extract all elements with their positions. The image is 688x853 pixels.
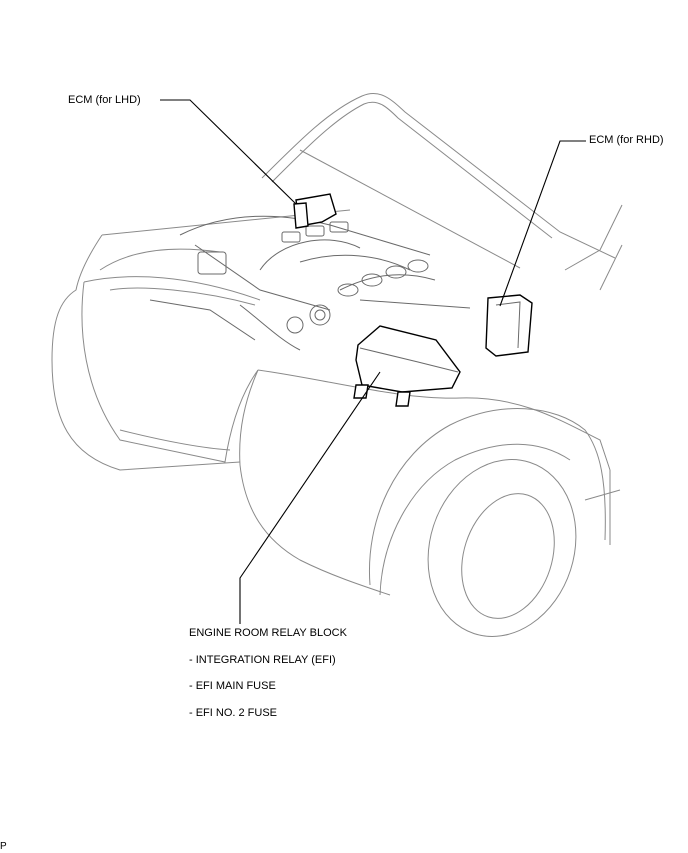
relay-item: - EFI NO. 2 FUSE: [189, 707, 278, 719]
front-grille: [99, 248, 256, 451]
ecm-lhd-label: ECM (for LHD): [68, 94, 141, 106]
vehicle-body: [51, 204, 623, 596]
leader-relay-block: [239, 371, 381, 624]
relay-item: - INTEGRATION RELAY (EFI): [189, 654, 336, 666]
corner-mark: P: [0, 841, 7, 852]
relay-block-title: ENGINE ROOM RELAY BLOCK: [189, 627, 347, 639]
ecm-rhd-part: [485, 294, 533, 357]
ecm-lhd-part: [293, 193, 337, 229]
relay-item: - EFI MAIN FUSE: [189, 680, 276, 692]
leader-lines: [160, 99, 586, 624]
leader-ecm-rhd: [499, 140, 586, 307]
leader-ecm-lhd: [160, 99, 297, 205]
front-wheel: [368, 408, 606, 637]
ecm-rhd-label: ECM (for RHD): [589, 134, 664, 146]
engine: [149, 215, 471, 351]
hood: [261, 92, 616, 269]
relay-block-part: [353, 325, 461, 407]
